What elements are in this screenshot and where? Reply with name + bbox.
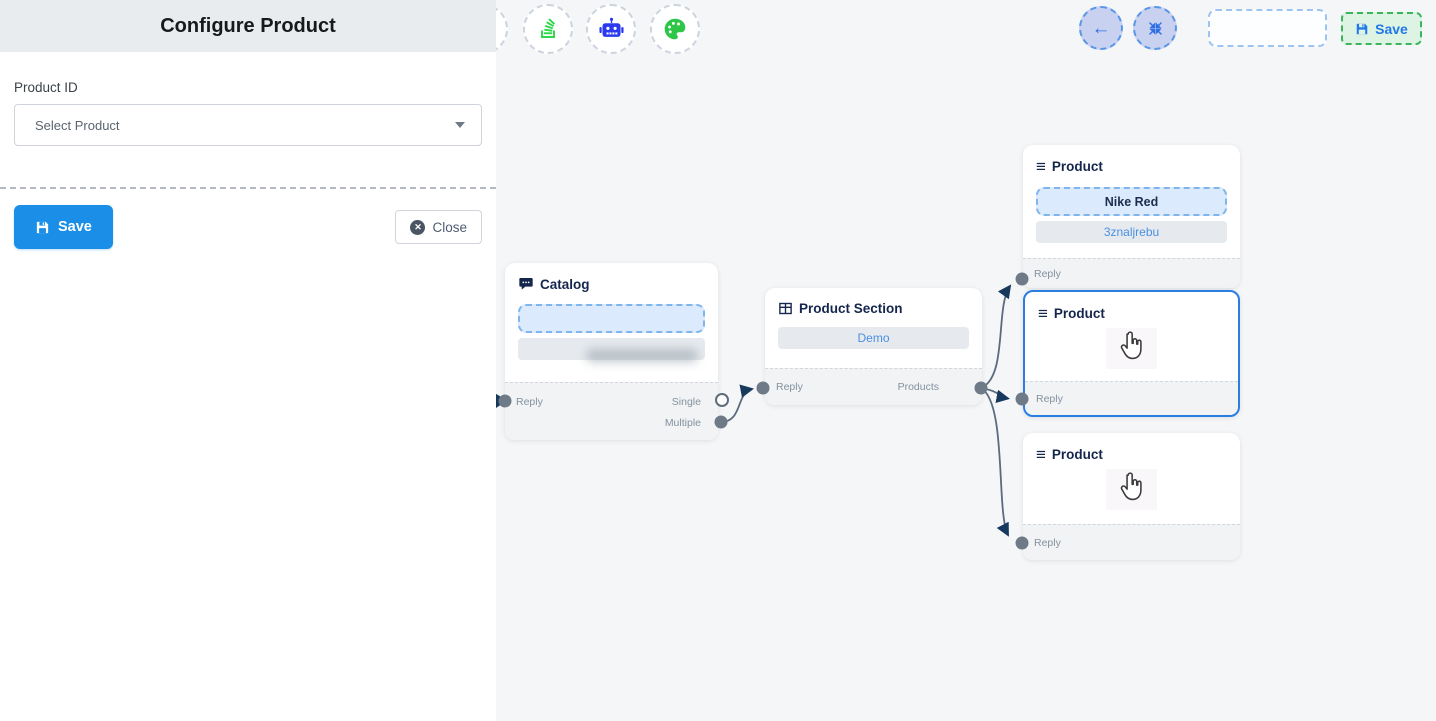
port-label-single: Single bbox=[671, 395, 701, 408]
product-id-value: 3znaljrebu bbox=[1103, 225, 1160, 239]
node-product-top-title: Product bbox=[1051, 159, 1103, 174]
node-catalog-footer: Reply Single Multiple bbox=[505, 382, 718, 440]
hand-cursor-icon bbox=[1120, 472, 1142, 501]
node-product-middle-title: Product bbox=[1053, 306, 1105, 321]
toolbar-button-stack[interactable] bbox=[523, 4, 573, 54]
product-field-nike-red[interactable]: Nike Red bbox=[1036, 187, 1227, 216]
node-product-middle[interactable]: ≡ Product Reply bbox=[1023, 290, 1240, 417]
back-button[interactable]: ← bbox=[1079, 6, 1123, 50]
close-icon: ✕ bbox=[410, 219, 426, 235]
port-label-reply: Reply bbox=[1034, 267, 1061, 280]
toolbar-button-partial[interactable] bbox=[496, 4, 508, 54]
select-placeholder: Select Product bbox=[35, 117, 120, 133]
node-catalog[interactable]: Catalog Reply Single Multiple bbox=[505, 263, 718, 440]
canvas-save-label: Save bbox=[1375, 20, 1408, 37]
save-button[interactable]: Save bbox=[14, 205, 113, 249]
product-section-demo-button[interactable]: Demo bbox=[778, 327, 969, 349]
edge-products-to-product-middle bbox=[980, 387, 1010, 404]
product-id-select[interactable]: Select Product bbox=[14, 104, 482, 146]
robot-icon bbox=[598, 17, 624, 37]
fit-view-button[interactable] bbox=[1133, 6, 1177, 50]
compress-icon bbox=[1148, 21, 1162, 35]
panel-title: Configure Product bbox=[160, 14, 336, 37]
menu-icon: ≡ bbox=[1036, 445, 1046, 464]
panel-content: Product ID Select Product bbox=[0, 52, 496, 146]
node-product-top-body: ≡ Product Nike Red 3znaljrebu bbox=[1023, 145, 1240, 258]
port-label-reply: Reply bbox=[516, 395, 543, 408]
product-field-id[interactable]: 3znaljrebu bbox=[1036, 221, 1227, 243]
panel-actions: Save ✕ Close bbox=[0, 189, 496, 249]
redacted-text bbox=[586, 349, 698, 362]
node-product-middle-footer: Reply bbox=[1025, 381, 1238, 415]
toolbar-button-theme[interactable] bbox=[650, 4, 700, 54]
node-product-bottom-body: ≡ Product bbox=[1023, 433, 1240, 524]
node-product-section-title: Product Section bbox=[799, 301, 903, 316]
port-label-products: Products bbox=[897, 381, 939, 393]
node-catalog-body: Catalog bbox=[505, 263, 718, 382]
hand-cursor-icon bbox=[1120, 331, 1142, 360]
port-label-reply: Reply bbox=[776, 381, 803, 393]
node-product-middle-body: ≡ Product bbox=[1025, 292, 1238, 381]
stack-icon bbox=[541, 18, 556, 38]
save-icon bbox=[1356, 23, 1368, 34]
demo-label: Demo bbox=[857, 331, 890, 345]
node-product-section-body: Product Section Demo bbox=[765, 288, 982, 368]
node-product-bottom-title: Product bbox=[1051, 447, 1103, 462]
canvas-save-button[interactable]: Save bbox=[1341, 12, 1422, 45]
save-icon bbox=[36, 221, 49, 233]
edge-multiple-to-reply bbox=[720, 384, 754, 423]
toolbar-placeholder-slot[interactable] bbox=[1208, 9, 1327, 47]
node-product-section[interactable]: Product Section Demo Reply Products bbox=[765, 288, 982, 405]
catalog-field-selected[interactable] bbox=[518, 304, 705, 333]
close-button[interactable]: ✕ Close bbox=[395, 210, 482, 244]
nike-red-label: Nike Red bbox=[1104, 194, 1159, 209]
toolbar-button-bot[interactable] bbox=[586, 4, 636, 54]
port-label-reply: Reply bbox=[1036, 392, 1063, 405]
save-button-label: Save bbox=[58, 219, 92, 235]
node-catalog-title: Catalog bbox=[540, 276, 590, 292]
chat-bubble-icon bbox=[519, 278, 533, 290]
back-arrow-icon: ← bbox=[1091, 17, 1111, 39]
node-product-bottom-footer: Reply bbox=[1023, 524, 1240, 560]
edge-products-to-product-bottom bbox=[980, 387, 1009, 537]
node-product-top-footer: Reply bbox=[1023, 258, 1240, 288]
product-id-label: Product ID bbox=[14, 80, 78, 95]
chevron-down-icon bbox=[455, 122, 465, 128]
port-label-reply: Reply bbox=[1034, 536, 1061, 549]
edge-products-to-product-top bbox=[980, 284, 1012, 389]
panel-divider bbox=[0, 187, 496, 189]
configure-product-panel: Configure Product Product ID Select Prod… bbox=[0, 0, 496, 721]
table-grid-icon bbox=[779, 302, 792, 315]
menu-icon: ≡ bbox=[1036, 157, 1046, 176]
close-button-label: Close bbox=[432, 219, 467, 235]
port-label-multiple: Multiple bbox=[664, 416, 701, 429]
palette-icon bbox=[664, 18, 686, 40]
node-product-top[interactable]: ≡ Product Nike Red 3znaljrebu Reply bbox=[1023, 145, 1240, 288]
menu-icon: ≡ bbox=[1038, 304, 1048, 323]
node-product-bottom[interactable]: ≡ Product Reply bbox=[1023, 433, 1240, 560]
panel-header: Configure Product bbox=[0, 0, 496, 52]
catalog-field-secondary[interactable] bbox=[518, 338, 705, 362]
flow-canvas[interactable]: ← Save bbox=[496, 0, 1436, 721]
node-product-section-footer: Reply Products bbox=[765, 368, 982, 405]
